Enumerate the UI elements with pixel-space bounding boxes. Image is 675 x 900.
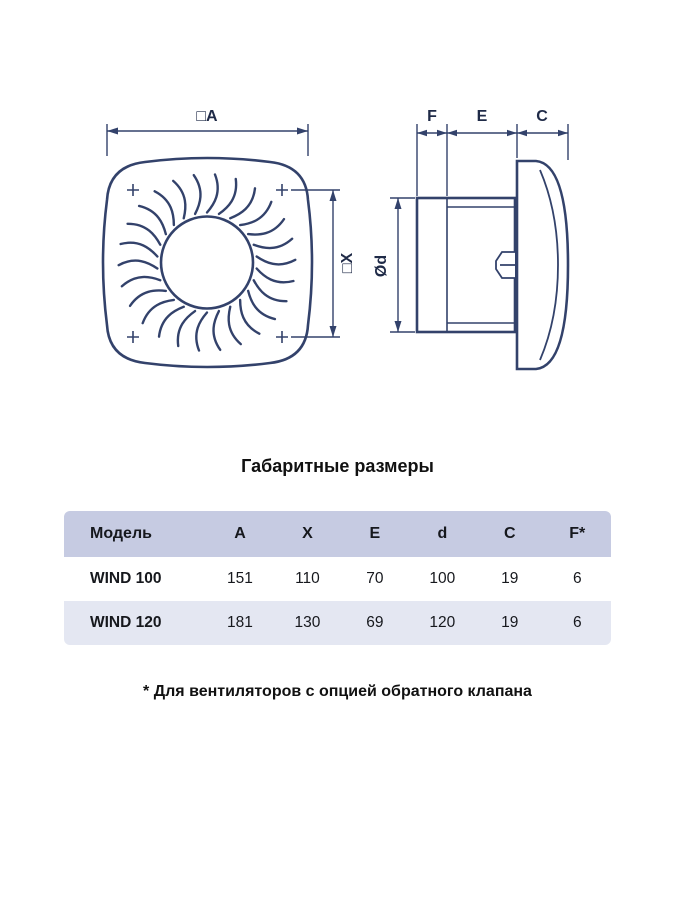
duct-tube-details xyxy=(446,198,515,332)
cell-value: 19 xyxy=(501,570,519,587)
cell-value: 6 xyxy=(572,570,582,587)
dim-label-c: C xyxy=(536,108,548,125)
col-header-d: d xyxy=(408,511,477,557)
dim-label-a: □A xyxy=(196,108,218,125)
dimension-x xyxy=(291,189,340,338)
dim-label-x: □X xyxy=(339,253,356,274)
page-title: Габаритные размеры xyxy=(241,456,434,476)
dim-label-e: E xyxy=(477,108,488,125)
cell-value: 70 xyxy=(366,570,384,587)
latch-detail xyxy=(495,251,515,279)
dim-label-f: F xyxy=(427,108,437,125)
dimension-drawing: □A □X xyxy=(101,108,570,371)
table-row: WIND 100 151 110 70 100 19 6 xyxy=(64,557,611,601)
front-view xyxy=(101,156,314,369)
col-header-a: A xyxy=(206,511,274,557)
front-panel-outline xyxy=(101,156,314,369)
cell-value: 19 xyxy=(501,614,519,631)
dimensions-table: Модель A X E d C F* WIND 100 151 110 70 … xyxy=(64,511,611,645)
cell-model: WIND 100 xyxy=(90,570,162,587)
cell-value: 151 xyxy=(227,570,253,587)
cell-value: 130 xyxy=(294,614,321,631)
footnote: * Для вентиляторов с опцией обратного кл… xyxy=(143,683,532,700)
front-cover-inner-curve xyxy=(539,169,559,361)
screw-marks xyxy=(127,184,288,343)
col-header-f: F* xyxy=(543,511,611,557)
col-header-c: C xyxy=(476,511,544,557)
dimension-a xyxy=(106,124,309,156)
table-row: WIND 120 181 130 69 120 19 6 xyxy=(64,601,611,645)
side-view xyxy=(415,159,570,371)
dimensions-table-wrap: Модель A X E d C F* WIND 100 151 110 70 … xyxy=(64,511,611,645)
cell-value: 120 xyxy=(429,614,456,631)
dimension-fec xyxy=(416,124,569,196)
col-header-x: X xyxy=(273,511,342,557)
col-header-e: E xyxy=(341,511,409,557)
cell-value: 110 xyxy=(295,570,320,587)
fan-hub-circle xyxy=(159,215,255,310)
dim-label-d: Ød xyxy=(373,255,390,277)
col-header-model: Модель xyxy=(64,511,207,557)
cell-model: WIND 120 xyxy=(90,614,162,631)
front-cover-profile xyxy=(515,159,570,371)
cell-value: 69 xyxy=(366,614,384,631)
cell-value: 100 xyxy=(429,570,456,587)
cell-value: 6 xyxy=(572,614,582,631)
cell-value: 181 xyxy=(227,614,253,631)
fan-blades xyxy=(117,173,297,352)
table-header-row: Модель A X E d C F* xyxy=(64,511,611,557)
dimension-d xyxy=(390,197,415,333)
